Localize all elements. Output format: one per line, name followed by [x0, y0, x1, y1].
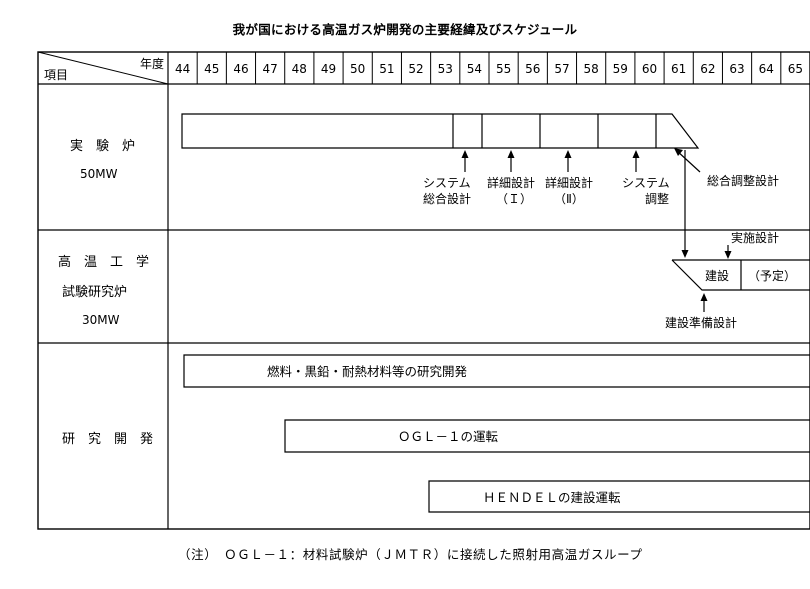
year-header-45: 45: [204, 62, 219, 76]
year-label: 年度: [140, 56, 164, 71]
row-label-httr-line2: 試験研究炉: [62, 284, 127, 300]
year-header-61: 61: [671, 62, 686, 76]
year-header-65: 65: [788, 62, 803, 76]
label-system-integration-1: システム: [423, 176, 471, 190]
row-label-httr-line1: 高 温 工 学: [58, 254, 149, 270]
year-header-57: 57: [554, 62, 569, 76]
label-system-adjust-1: システム: [622, 176, 670, 190]
row-label-rnd: 研 究 開 発: [62, 432, 153, 447]
label-implementation-design: 実施設計: [731, 230, 779, 245]
arrow-overall-adjust: [675, 149, 701, 173]
year-header-58: 58: [583, 62, 598, 76]
bar-ogl-operation: [284, 419, 810, 453]
arrowhead-construction-prep: [700, 293, 708, 301]
arrowhead-detail-design-2: [564, 150, 572, 158]
label-detail-design-2a: 詳細設計: [545, 175, 593, 190]
year-header-50: 50: [350, 62, 365, 76]
year-header-51: 51: [379, 62, 394, 76]
year-header-53: 53: [438, 62, 453, 76]
header-diagonal: [37, 51, 169, 85]
row-power-httr: 30MW: [82, 313, 120, 327]
year-header-55: 55: [496, 62, 511, 76]
label-detail-design-2b: （Ⅱ）: [554, 192, 584, 206]
item-label: 項目: [44, 68, 68, 82]
year-header-60: 60: [642, 62, 657, 76]
row-power-experimental-reactor: 50MW: [80, 167, 118, 181]
table-frame: [37, 51, 810, 530]
label-detail-design-1a: 詳細設計: [487, 175, 535, 190]
label-hendel: ＨＥＮＤＥＬの建設運転: [483, 490, 621, 505]
year-header-62: 62: [700, 62, 715, 76]
year-header-56: 56: [525, 62, 540, 76]
label-overall-adjust: 総合調整設計: [707, 173, 779, 188]
page-title: 我が国における高温ガス炉開発の主要経緯及びスケジュール: [232, 22, 578, 37]
label-ogl-operation: ＯＧＬ－１の運転: [398, 429, 499, 444]
year-header-64: 64: [759, 62, 774, 76]
year-header-44: 44: [175, 62, 190, 76]
arrowhead-system-adjust: [632, 150, 640, 158]
label-fuel-rnd: 燃料・黒鉛・耐熱材料等の研究開発: [267, 364, 468, 379]
label-construction: 建設: [705, 268, 729, 283]
arrowhead-implementation-design: [724, 251, 732, 259]
arrowhead-system-integration: [461, 150, 469, 158]
bar-hendel: [428, 480, 810, 513]
year-header-52: 52: [408, 62, 423, 76]
year-header-54: 54: [467, 62, 482, 76]
year-header-46: 46: [233, 62, 248, 76]
bar-fuel-rnd: [183, 354, 810, 388]
label-system-adjust-2: 調整: [645, 191, 669, 206]
year-header-47: 47: [262, 62, 277, 76]
footnote: （注） ＯＧＬ－１：材料試験炉（ＪＭＴＲ）に接続した照射用高温ガスループ: [178, 547, 643, 562]
label-planned: （予定）: [748, 268, 796, 283]
label-system-integration-2: 総合設計: [423, 191, 471, 206]
year-header-48: 48: [292, 62, 307, 76]
year-header-49: 49: [321, 62, 336, 76]
arrowhead-to-construction: [681, 250, 689, 258]
year-header-63: 63: [729, 62, 744, 76]
label-detail-design-1b: （Ｉ）: [496, 192, 532, 206]
reactor-bar: [181, 113, 700, 149]
year-header-59: 59: [613, 62, 628, 76]
arrowhead-detail-design-1: [507, 150, 515, 158]
row-label-experimental-reactor: 実 験 炉: [70, 138, 135, 154]
label-construction-prep: 建設準備設計: [665, 315, 737, 330]
arrowhead-overall-adjust: [674, 148, 683, 156]
